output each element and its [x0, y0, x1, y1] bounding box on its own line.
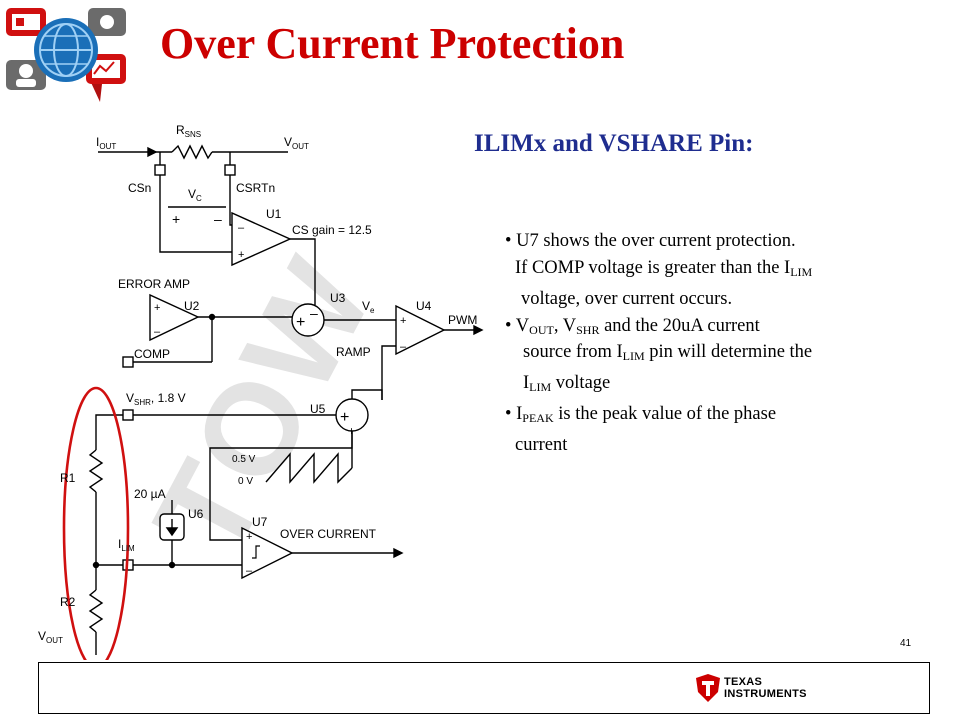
svg-text:VOUT: VOUT — [38, 629, 63, 645]
bullet-1-line-2: If COMP voltage is greater than the ILIM — [515, 258, 813, 279]
texas-instruments-logo-icon — [696, 674, 720, 702]
svg-text:+: + — [246, 531, 252, 543]
bullet-3-line-1: • IPEAK is the peak value of the phase — [505, 404, 777, 425]
svg-text:+: + — [238, 249, 244, 261]
slide-title: Over Current Protection — [160, 19, 625, 68]
presentation-logo-icon — [6, 8, 126, 102]
csrtn-label: CSRTn — [236, 181, 275, 195]
svg-text:0 V: 0 V — [238, 476, 253, 487]
svg-text:+: + — [400, 315, 406, 327]
svg-text:–: – — [154, 326, 161, 338]
pwm-label: PWM — [448, 313, 477, 327]
bullet-1-line-1: • U7 shows the over current protection. — [505, 231, 796, 251]
bullet-list: • U7 shows the over current protection. … — [505, 228, 925, 459]
u2-label: U2 — [184, 299, 200, 313]
svg-text:VOUT: VOUT — [284, 135, 309, 151]
u6-label: U6 — [188, 507, 204, 521]
svg-text:RSNS: RSNS — [176, 123, 201, 139]
bullet-2-line-2: source from ILIM pin will determine the — [523, 342, 813, 363]
cs-gain-label: CS gain = 12.5 — [292, 223, 372, 237]
csn-label: CSn — [128, 181, 151, 195]
svg-text:VSHR, 1.8 V: VSHR, 1.8 V — [126, 391, 186, 407]
over-current-label: OVER CURRENT — [280, 527, 377, 541]
footer-bar — [38, 662, 930, 714]
svg-text:–: – — [310, 305, 318, 321]
svg-text:+: + — [340, 409, 349, 426]
svg-text:–: – — [400, 341, 407, 353]
ti-wordmark: TEXAS INSTRUMENTS — [724, 676, 807, 700]
svg-text:+: + — [348, 424, 355, 438]
svg-text:–: – — [246, 565, 253, 577]
r2-label: R2 — [60, 595, 76, 609]
error-amp-label: ERROR AMP — [118, 277, 190, 291]
page-number: 41 — [900, 638, 912, 649]
svg-text:ILIM: ILIM — [118, 537, 135, 553]
bullet-1-line-3: voltage, over current occurs. — [521, 289, 733, 309]
svg-text:+: + — [172, 211, 180, 227]
bullet-3-line-2: current — [515, 435, 568, 455]
svg-text:–: – — [238, 222, 245, 234]
svg-text:–: – — [214, 211, 222, 227]
bullet-2-line-3: ILIM voltage — [523, 373, 611, 394]
svg-text:0.5 V: 0.5 V — [232, 454, 256, 465]
u3-label: U3 — [330, 291, 346, 305]
svg-text:Ve: Ve — [362, 299, 375, 315]
comp-label: COMP — [134, 347, 170, 361]
r1-label: R1 — [60, 471, 76, 485]
section-heading: ILIMx and VSHARE Pin: — [474, 130, 754, 157]
i20-label: 20 µA — [134, 487, 166, 501]
ocp-circuit-diagram: + – + + IOUT RSNS VOUT CSn CSRTn VC + – … — [38, 123, 484, 660]
u4-label: U4 — [416, 299, 432, 313]
svg-text:+: + — [154, 302, 160, 314]
ramp-label: RAMP — [336, 345, 371, 359]
u1-label: U1 — [266, 207, 282, 221]
svg-text:IOUT: IOUT — [96, 135, 116, 151]
highlight-ellipse — [62, 386, 130, 660]
bullet-2-line-1: • VOUT, VSHR and the 20uA current — [505, 316, 760, 337]
u7-label: U7 — [252, 515, 268, 529]
svg-text:VC: VC — [188, 187, 202, 203]
svg-text:+: + — [296, 314, 305, 331]
u5-label: U5 — [310, 402, 326, 416]
